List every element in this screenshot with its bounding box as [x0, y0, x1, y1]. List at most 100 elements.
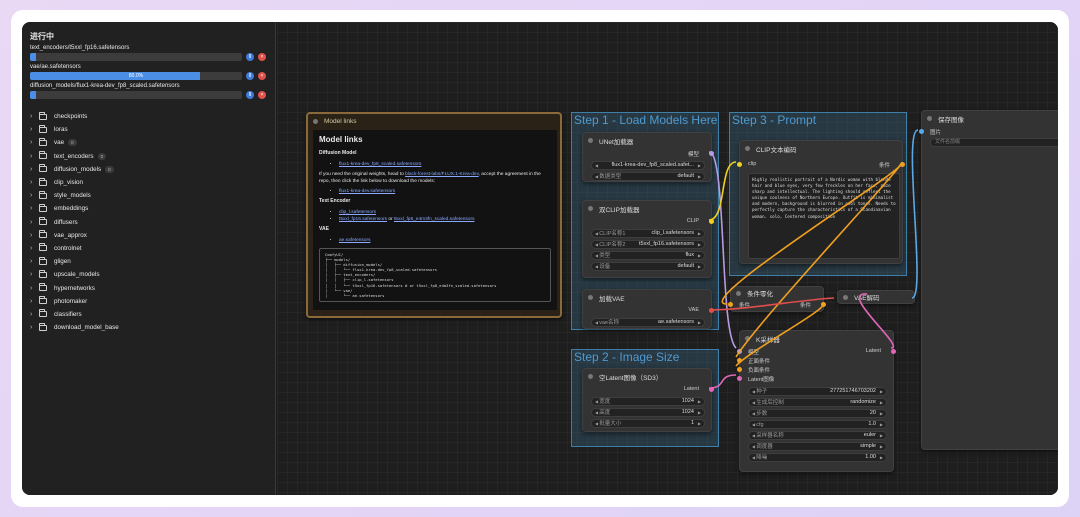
input-port-images[interactable]	[919, 129, 924, 134]
folder-item-style-models[interactable]: ›style_models	[30, 189, 119, 202]
pause-download-button[interactable]: Ⅱ	[246, 72, 254, 80]
input-port-conditioning[interactable]	[728, 302, 733, 307]
ksampler-node[interactable]: K采样器 模型 Latent 正面条件 负面条件 Latent图像 种子2772…	[737, 330, 896, 472]
flux-fp8-link[interactable]: flux1-krea-dev_fp8_scaled.safetensors	[339, 161, 422, 167]
collapse-dot-icon[interactable]	[313, 119, 318, 124]
output-port-latent[interactable]	[709, 387, 714, 392]
flux-original-link[interactable]: flux1-krea-dev.safetensors	[339, 189, 396, 195]
output-port-model[interactable]	[709, 151, 714, 156]
save-image-node[interactable]: 保存图像 图片 文件名前缀	[919, 110, 1058, 450]
chevron-right-icon[interactable]: ›	[30, 218, 33, 226]
chevron-right-icon[interactable]: ›	[30, 139, 33, 147]
pause-download-button[interactable]: Ⅱ	[246, 91, 254, 99]
ae-link[interactable]: ae.safetensors	[339, 237, 371, 243]
unet-loader-node[interactable]: UNet加载器 模型 flux1-krea-dev_fp8_scaled.saf…	[582, 132, 714, 182]
folder-item-vae-approx[interactable]: ›vae_approx	[30, 229, 119, 242]
collapse-dot-icon[interactable]	[588, 295, 593, 300]
filename-prefix-input[interactable]: 文件名前缀	[930, 138, 1058, 147]
output-port-clip[interactable]	[709, 219, 714, 224]
collapse-dot-icon[interactable]	[588, 374, 593, 379]
chevron-right-icon[interactable]: ›	[30, 324, 33, 332]
t5-fp8-link[interactable]: t5xxl_fp8_e4m3fn_scaled.safetensors	[393, 216, 475, 222]
vae-decode-node[interactable]: VAE解码	[837, 290, 915, 304]
folder-item-classifiers[interactable]: ›classifiers	[30, 308, 119, 321]
chevron-right-icon[interactable]: ›	[30, 126, 33, 134]
denoise-stepper[interactable]: 降噪1.00▶	[748, 453, 887, 462]
chevron-right-icon[interactable]: ›	[30, 179, 33, 187]
input-port-latent[interactable]	[737, 376, 742, 381]
input-port-model[interactable]	[737, 349, 742, 354]
chevron-right-icon[interactable]: ›	[30, 244, 33, 252]
folder-item-hypernetworks[interactable]: ›hypernetworks	[30, 281, 119, 294]
prompt-textarea[interactable]: Highly realistic portrait of a Nordic wo…	[748, 173, 900, 259]
folder-item-upscale-models[interactable]: ›upscale_models	[30, 268, 119, 281]
conditioning-zero-out-node[interactable]: 条件零化 条件 条件	[728, 286, 826, 312]
folder-item-gligen[interactable]: ›gligen	[30, 255, 119, 268]
folder-item-embeddings[interactable]: ›embeddings	[30, 202, 119, 215]
output-port-latent[interactable]	[891, 349, 896, 354]
collapse-dot-icon[interactable]	[745, 146, 750, 151]
chevron-right-icon[interactable]: ›	[30, 271, 33, 279]
folder-item-loras[interactable]: ›loras	[30, 123, 119, 136]
collapse-dot-icon[interactable]	[736, 290, 741, 296]
collapse-dot-icon[interactable]	[745, 336, 750, 341]
unet-name-combo[interactable]: flux1-krea-dev_fp8_scaled.safet...▶	[591, 161, 705, 170]
output-port-vae[interactable]	[709, 308, 714, 313]
input-port-negative[interactable]	[737, 367, 742, 372]
folder-item-photomaker[interactable]: ›photomaker	[30, 295, 119, 308]
folder-item-clip-vision[interactable]: ›clip_vision	[30, 176, 119, 189]
chevron-right-icon[interactable]: ›	[30, 192, 33, 200]
chevron-right-icon[interactable]: ›	[30, 152, 33, 160]
cancel-download-button[interactable]: ×	[258, 91, 266, 99]
pause-download-button[interactable]: Ⅱ	[246, 53, 254, 61]
chevron-right-icon[interactable]: ›	[30, 310, 33, 318]
collapse-dot-icon[interactable]	[927, 116, 932, 121]
folder-item-diffusers[interactable]: ›diffusers	[30, 216, 119, 229]
output-port-conditioning[interactable]	[900, 162, 905, 167]
input-port-clip[interactable]	[737, 162, 742, 167]
clip-l-link[interactable]: clip_l.safetensors	[339, 209, 377, 215]
chevron-right-icon[interactable]: ›	[30, 231, 33, 239]
clip-text-encode-node[interactable]: CLIP文本编码 clip 条件 Highly realistic portra…	[737, 140, 905, 264]
chevron-right-icon[interactable]: ›	[30, 165, 33, 173]
t5-fp16-link[interactable]: t5xxl_fp16.safetensors	[339, 216, 387, 222]
hf-repo-link[interactable]: black-forest-labs/FLUX.1-Krea-dev	[405, 171, 479, 177]
chevron-right-icon[interactable]: ›	[30, 258, 33, 266]
chevron-right-icon[interactable]: ›	[30, 284, 33, 292]
folder-item-download-model-base[interactable]: ›download_model_base	[30, 321, 119, 334]
graph-canvas[interactable]: Step 1 - Load Models Here Step 2 - Image…	[277, 22, 1058, 495]
chevron-right-icon[interactable]: ›	[30, 205, 33, 213]
input-port-positive[interactable]	[737, 358, 742, 363]
folder-item-checkpoints[interactable]: ›checkpoints	[30, 110, 119, 123]
output-port-conditioning[interactable]	[821, 302, 826, 307]
cancel-download-button[interactable]: ×	[258, 72, 266, 80]
model-links-note-node[interactable]: Model links Model links Diffusion Model …	[306, 112, 562, 318]
collapse-dot-icon[interactable]	[588, 206, 593, 211]
collapse-dot-icon[interactable]	[588, 138, 593, 143]
dual-clip-loader-node[interactable]: 双CLIP加载器 CLIP CLIP名称1clip_l.safetensors▶…	[582, 200, 714, 278]
collapse-dot-icon[interactable]	[843, 294, 848, 300]
folder-item-controlnet[interactable]: ›controlnet	[30, 242, 119, 255]
chevron-right-icon[interactable]: ›	[30, 113, 33, 121]
chevron-right-icon[interactable]: ›	[30, 297, 33, 305]
